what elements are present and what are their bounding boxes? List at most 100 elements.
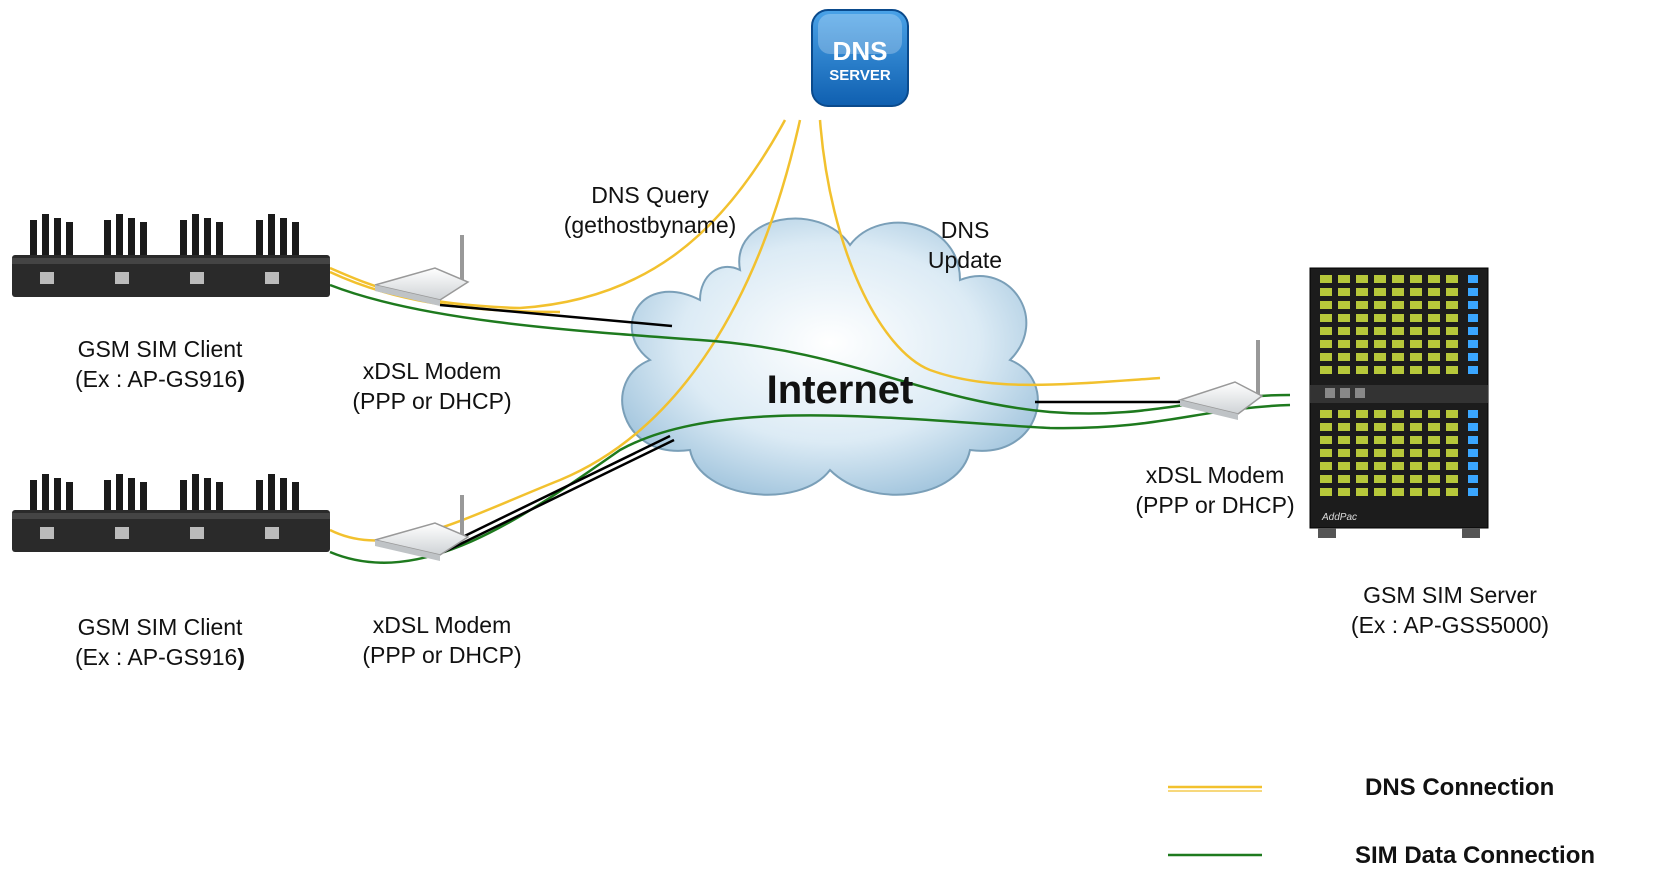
server-slot	[1392, 462, 1404, 470]
internet-cloud	[621, 217, 1039, 496]
server-slot	[1338, 366, 1350, 374]
server-slot	[1338, 275, 1350, 283]
server-slot	[1410, 462, 1422, 470]
server-slot	[1374, 475, 1386, 483]
sim-connections	[329, 283, 1291, 564]
server-slot	[1320, 436, 1332, 444]
server-slot	[1356, 366, 1368, 374]
server-slot	[1410, 366, 1422, 374]
server-slot	[1320, 449, 1332, 457]
server-slot	[1374, 488, 1386, 496]
modem-top-mode: (PPP or DHCP)	[352, 388, 512, 414]
server-slot	[1356, 340, 1368, 348]
eth-bottom-a	[439, 434, 671, 550]
server-slot	[1446, 423, 1458, 431]
client-bottom-model: (Ex : AP-GS916)	[74, 644, 246, 670]
eth-bottom-b	[443, 438, 675, 554]
server-slot	[1428, 301, 1440, 309]
server-model: (Ex : AP-GSS5000)	[1350, 612, 1550, 638]
dns-server-line2: SERVER	[829, 67, 891, 84]
server-name: GSM SIM Server	[1363, 582, 1537, 608]
server-slot	[1392, 314, 1404, 322]
server-slot	[1446, 275, 1458, 283]
antenna-group	[30, 214, 299, 268]
server-slot	[1320, 353, 1332, 361]
server-slot	[1428, 449, 1440, 457]
server-slot	[1392, 366, 1404, 374]
modem-bottom-mode: (PPP or DHCP)	[362, 642, 522, 668]
server-slot	[1446, 475, 1458, 483]
server-slot	[1374, 449, 1386, 457]
server-slot	[1320, 423, 1332, 431]
internet-label: Internet	[766, 368, 914, 412]
server-slot	[1356, 275, 1368, 283]
server-slot	[1410, 423, 1422, 431]
server-slot	[1428, 488, 1440, 496]
server-slot	[1410, 436, 1422, 444]
server-slot	[1392, 410, 1404, 418]
server-slot	[1392, 288, 1404, 296]
server-slot	[1374, 423, 1386, 431]
client-top-name: GSM SIM Client	[77, 336, 243, 362]
gsm-client-bottom-device	[12, 474, 330, 552]
server-slot	[1338, 340, 1350, 348]
server-slot	[1446, 288, 1458, 296]
server-slot	[1356, 353, 1368, 361]
server-slot	[1374, 366, 1386, 374]
server-slot	[1320, 340, 1332, 348]
server-led	[1468, 353, 1478, 361]
server-slot	[1356, 410, 1368, 418]
server-slot	[1320, 288, 1332, 296]
modem-right-device	[1177, 340, 1264, 420]
server-slot	[1374, 275, 1386, 283]
server-slot	[1338, 436, 1350, 444]
server-slot	[1410, 301, 1422, 309]
server-led	[1468, 340, 1478, 348]
server-led	[1468, 410, 1478, 418]
server-led	[1468, 288, 1478, 296]
client-bottom-label: GSM SIM Client (Ex : AP-GS916)	[10, 612, 310, 672]
server-slot	[1338, 314, 1350, 322]
dns-update-line1: DNS	[940, 217, 990, 243]
server-led	[1468, 314, 1478, 322]
server-slot	[1338, 327, 1350, 335]
server-slot	[1410, 327, 1422, 335]
server-slot	[1410, 449, 1422, 457]
server-slot	[1356, 301, 1368, 309]
server-slot	[1392, 327, 1404, 335]
server-slot	[1374, 314, 1386, 322]
server-slot	[1428, 462, 1440, 470]
server-slot	[1410, 314, 1422, 322]
server-led	[1468, 327, 1478, 335]
server-slot	[1446, 314, 1458, 322]
client-top-label: GSM SIM Client (Ex : AP-GS916)	[10, 334, 310, 394]
server-slot	[1374, 301, 1386, 309]
modem-right-label: xDSL Modem (PPP or DHCP)	[1095, 460, 1335, 520]
server-slot	[1356, 475, 1368, 483]
server-led	[1468, 275, 1478, 283]
server-slot	[1374, 462, 1386, 470]
server-slot	[1392, 301, 1404, 309]
server-slot	[1356, 436, 1368, 444]
server-slot	[1446, 366, 1458, 374]
server-slot	[1428, 436, 1440, 444]
server-brand: AddPac	[1321, 512, 1357, 523]
server-led	[1468, 488, 1478, 496]
server-slot	[1374, 340, 1386, 348]
server-slot	[1446, 340, 1458, 348]
server-slot	[1428, 410, 1440, 418]
server-slot	[1356, 462, 1368, 470]
modem-right-name: xDSL Modem	[1145, 462, 1285, 488]
server-slot	[1320, 327, 1332, 335]
server-led	[1468, 436, 1478, 444]
server-led	[1468, 301, 1478, 309]
server-slot	[1446, 301, 1458, 309]
legend-sim-label: SIM Data Connection	[1355, 842, 1596, 869]
modem-bottom-name: xDSL Modem	[372, 612, 512, 638]
modem-bottom-label: xDSL Modem (PPP or DHCP)	[322, 610, 562, 670]
server-slot	[1428, 353, 1440, 361]
server-slot	[1410, 288, 1422, 296]
legend-swatches	[1168, 785, 1262, 857]
sim-line-top	[329, 283, 1291, 415]
